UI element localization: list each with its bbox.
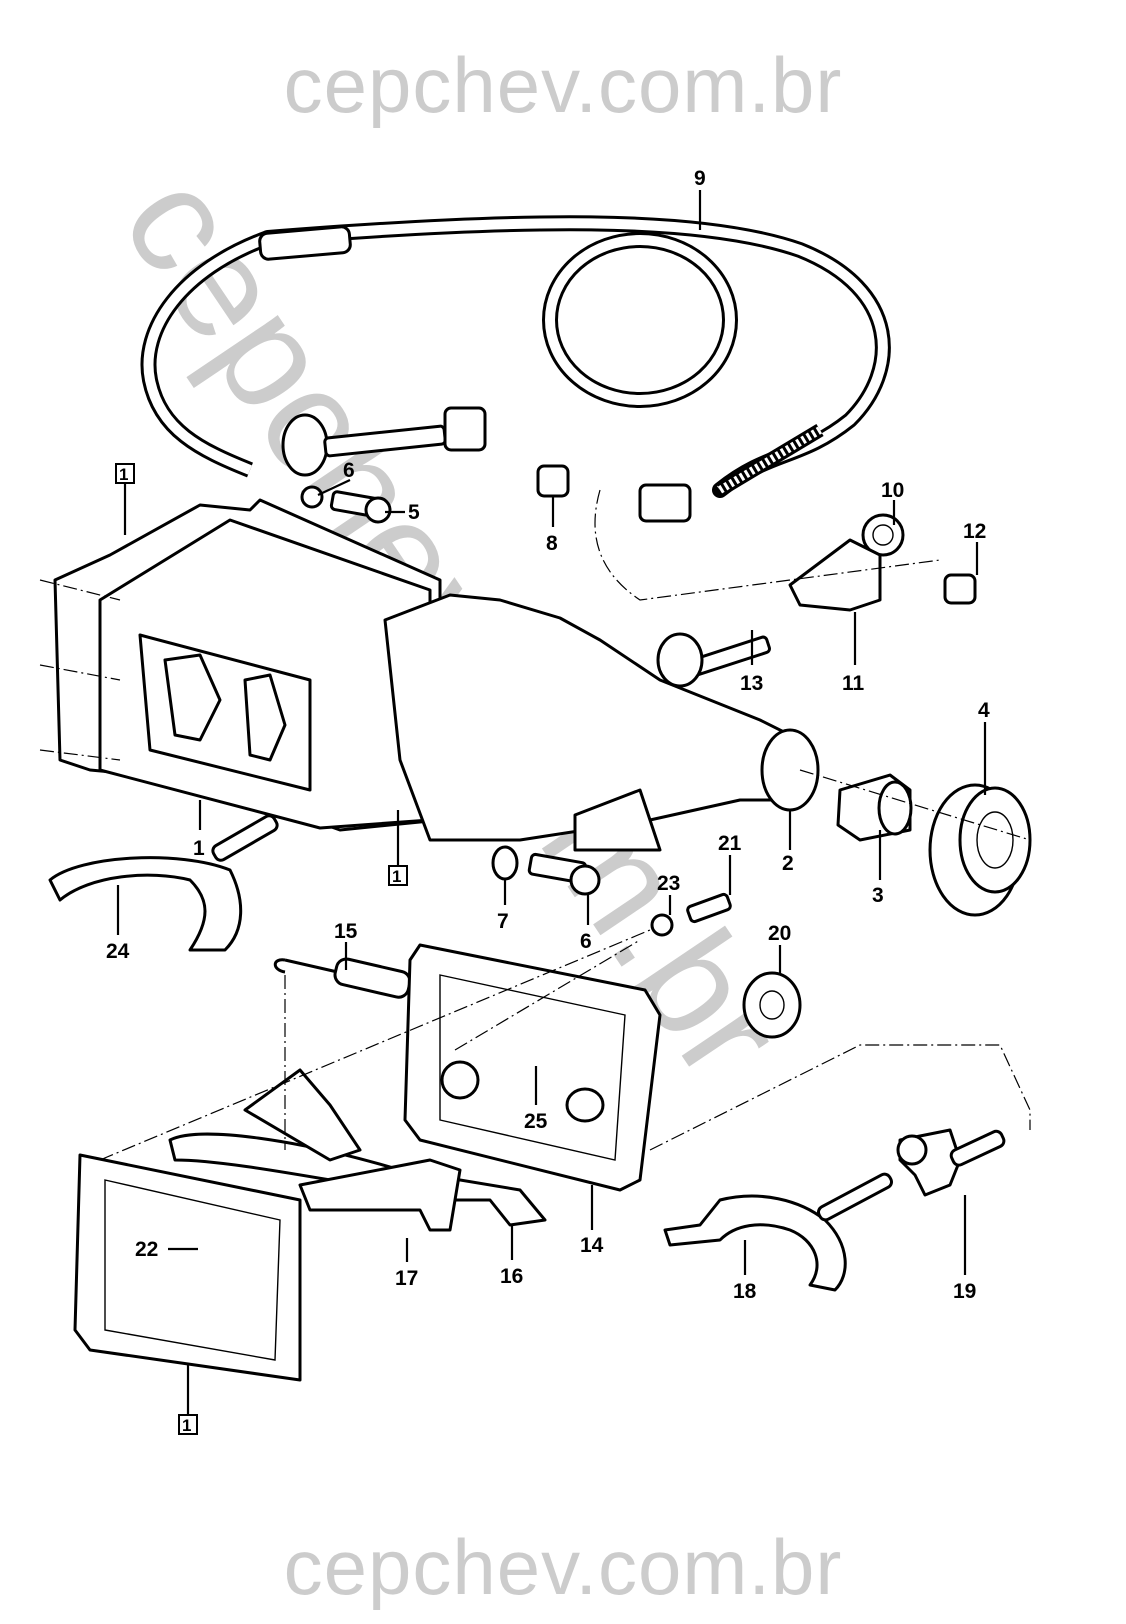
shift-lever-19 — [896, 1128, 1006, 1197]
callout-18: 18 — [733, 1280, 757, 1303]
callout-4: 4 — [978, 699, 990, 722]
svg-text:1: 1 — [392, 867, 401, 886]
callout-1: 1 — [193, 837, 205, 860]
callout-24: 24 — [106, 940, 130, 963]
callout-1-box-top: 1 — [115, 463, 135, 484]
callout-16: 16 — [500, 1265, 523, 1288]
bushing — [836, 773, 913, 842]
callout-6-top: 6 — [343, 459, 355, 482]
watermark-bottom: cepchev.com.br — [283, 1523, 843, 1611]
callout-19: 19 — [953, 1280, 976, 1303]
callout-3: 3 — [872, 884, 884, 907]
callout-13: 13 — [740, 672, 763, 695]
callout-25: 25 — [524, 1110, 548, 1133]
transmission-case — [53, 498, 442, 832]
callout-7: 7 — [497, 910, 509, 933]
leader-lines — [116, 190, 987, 1415]
callout-9: 9 — [694, 167, 706, 190]
callout-1-box-bottom: 1 — [178, 1414, 198, 1435]
side-cover — [403, 943, 662, 1192]
callout-11: 11 — [842, 672, 865, 695]
callout-6-bottom: 6 — [580, 930, 592, 953]
callout-12: 12 — [963, 520, 986, 543]
oil-seal — [928, 783, 1032, 917]
callout-5: 5 — [408, 501, 420, 524]
small-parts — [194, 464, 977, 1261]
extension-housing — [383, 593, 820, 852]
callout-10: 10 — [881, 479, 904, 502]
shift-fork-24 — [48, 814, 279, 952]
callout-22: 22 — [135, 1238, 158, 1261]
speedometer-cable — [140, 215, 891, 523]
callout-23: 23 — [657, 872, 680, 895]
shift-levers — [168, 1068, 547, 1232]
side-cover-gasket — [73, 1153, 302, 1382]
callout-20: 20 — [768, 922, 791, 945]
callout-21: 21 — [718, 832, 742, 855]
callout-15: 15 — [334, 920, 358, 943]
shift-fork-18 — [663, 1172, 893, 1292]
callout-17: 17 — [395, 1267, 418, 1290]
watermark-top: cepchev.com.br — [283, 41, 843, 129]
callout-labels: 1 1 1 1 2 3 4 5 6 6 7 8 9 10 11 12 13 14… — [106, 167, 990, 1435]
svg-text:1: 1 — [182, 1416, 191, 1435]
callout-1-box-mid: 1 — [388, 865, 408, 886]
callout-2: 2 — [782, 852, 794, 875]
svg-text:1: 1 — [119, 465, 128, 484]
callout-8: 8 — [546, 532, 558, 555]
assembly-axes — [39, 489, 1031, 1161]
callout-14: 14 — [580, 1234, 604, 1257]
